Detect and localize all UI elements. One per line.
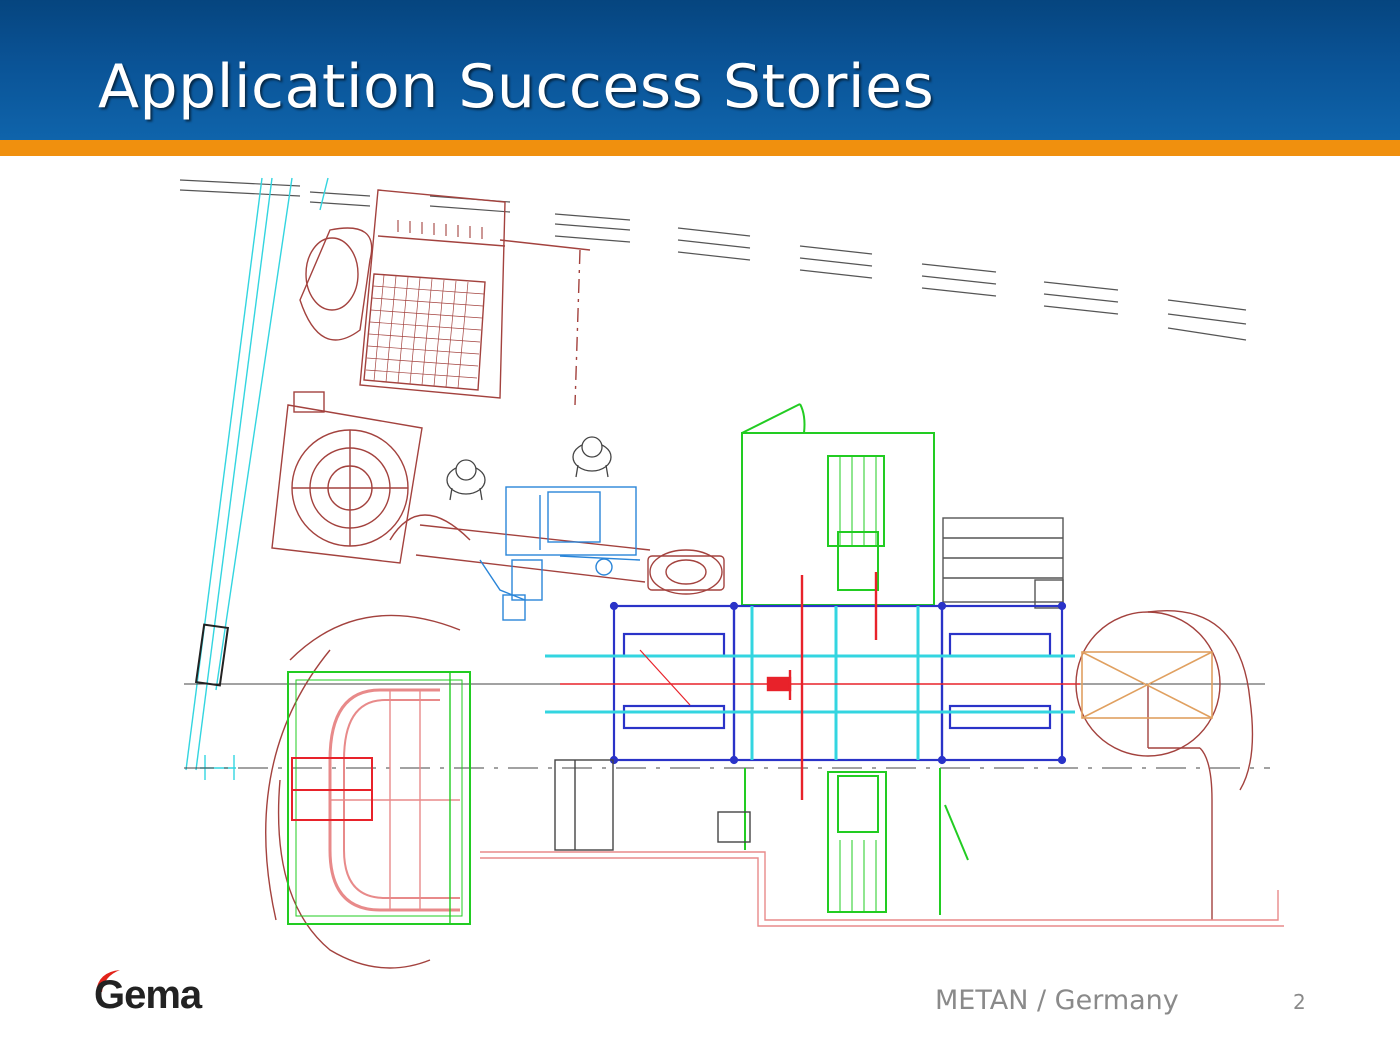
operator-figure-right (572, 436, 612, 478)
building-wall-lines (179, 179, 1247, 341)
slide-caption: METAN / Germany (935, 985, 1179, 1016)
hall-outline-pink (480, 851, 1284, 927)
work-station-blue (479, 486, 641, 621)
floor-plan-drawing (179, 177, 1284, 969)
green-frame-lower (744, 768, 969, 915)
gema-logo-text: Gema (94, 973, 203, 1017)
loading-station (265, 614, 471, 969)
door-frame (194, 623, 230, 687)
slide-title: Application Success Stories (98, 52, 935, 122)
building-edge-cyan (185, 177, 329, 780)
page-number: 2 (1293, 990, 1306, 1014)
centerlines (184, 683, 1270, 769)
green-frame-upper (741, 403, 935, 606)
curing-unit-right (1075, 610, 1254, 920)
conveyor-rails-cyan (545, 606, 1075, 760)
gema-logo-swoosh-icon (96, 970, 120, 992)
curing-frame-orange (1081, 651, 1213, 719)
header-accent-stripe (0, 140, 1400, 156)
operator-figure-left (446, 459, 486, 501)
gun-manipulators-red (560, 572, 1080, 800)
slide-header (0, 0, 1400, 140)
storage-box-grey (554, 759, 751, 851)
pretreatment-equipment (271, 189, 725, 595)
storage-rack-grey (942, 517, 1064, 609)
powder-booth-blue (609, 601, 1067, 765)
gema-logo: Gema (94, 970, 204, 1017)
